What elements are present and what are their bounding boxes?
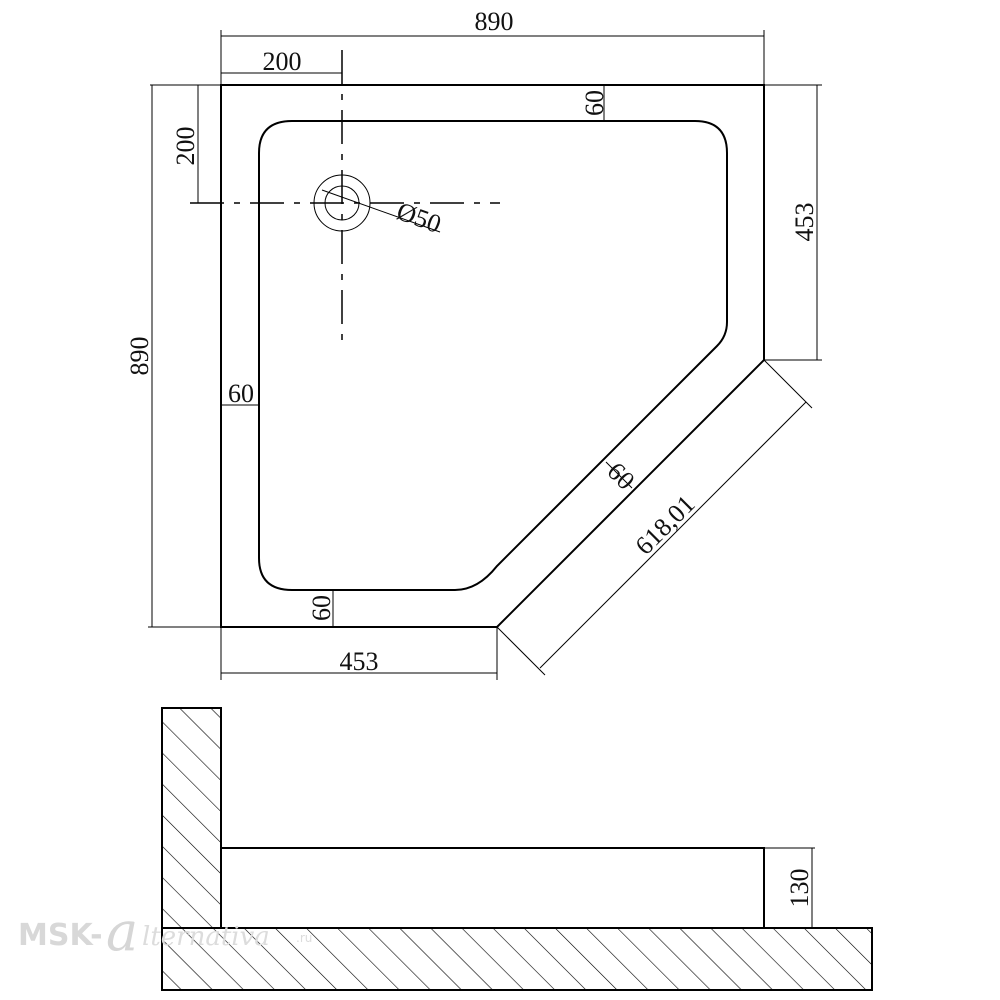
dim-rim-bottom-label: 60 — [307, 595, 336, 621]
tray-outline — [220, 84, 765, 628]
dim-side-right-label: 453 — [790, 203, 819, 242]
dim-side-bottom: 453 — [220, 627, 498, 680]
dim-side-right: 453 — [764, 84, 822, 361]
drain-leader-line — [321, 189, 441, 233]
dim-height-left: 890 — [125, 85, 221, 628]
watermark-brand: MSK- — [18, 918, 103, 953]
dim-section-height: 130 — [764, 847, 815, 928]
wall-hatched — [161, 707, 222, 929]
watermark-suffix: .ru — [296, 931, 312, 945]
watermark-script: lternativa — [142, 922, 270, 952]
dim-width-top-label: 890 — [475, 7, 514, 36]
watermark-a-glyph: a — [106, 900, 138, 963]
plan-view: Ø50 890 200 200 890 60 — [125, 7, 822, 680]
basin-outline — [258, 120, 728, 591]
dim-height-left-label: 890 — [125, 337, 154, 376]
dim-side-bottom-label: 453 — [340, 647, 379, 676]
section-view: 130 — [161, 707, 873, 991]
floor-hatched — [161, 927, 873, 991]
dim-rim-left: 60 — [221, 379, 259, 408]
dim-section-height-label: 130 — [785, 869, 814, 908]
dim-drain-offset-y-label: 200 — [171, 127, 200, 166]
drain: Ø50 — [190, 50, 500, 340]
dim-diagonal-label: 618,01 — [629, 489, 700, 560]
dim-rim-left-label: 60 — [228, 379, 254, 408]
watermark-logo: MSK- a lternativa .ru — [18, 900, 312, 963]
dim-drain-offset-x: 200 — [221, 47, 342, 76]
dim-rim-bottom: 60 — [307, 590, 336, 627]
dim-drain-offset-y: 200 — [150, 84, 221, 203]
dim-rim-top: 60 — [580, 85, 609, 121]
dim-rim-top-label: 60 — [580, 90, 609, 116]
tray-section — [220, 847, 765, 929]
dim-width-top: 890 — [220, 7, 765, 85]
dim-drain-offset-x-label: 200 — [263, 47, 302, 76]
